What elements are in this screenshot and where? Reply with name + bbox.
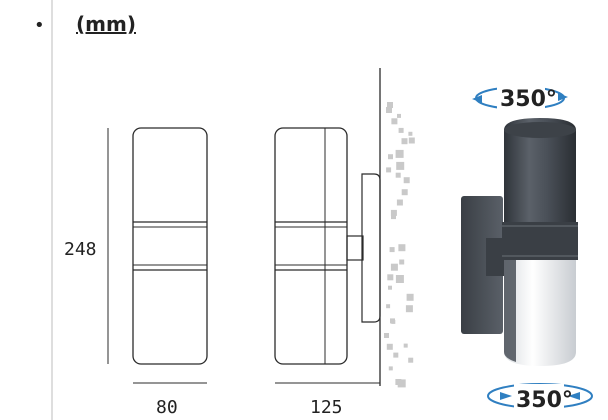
wall-texture-dot <box>397 113 401 118</box>
bottom-rotation-label: 350° <box>516 388 573 413</box>
front-view <box>132 127 208 365</box>
wall-texture-dot <box>408 131 413 136</box>
wall-texture-dot <box>396 199 403 206</box>
wall-texture-dot <box>391 118 398 125</box>
wall-texture-dot <box>399 259 405 265</box>
depth-dimension-label: 125 <box>310 397 343 418</box>
side-view-body <box>274 127 348 365</box>
wall-texture-dot <box>387 274 394 281</box>
wall-texture-dot <box>403 343 408 348</box>
fixture-diffuser <box>504 260 576 366</box>
wall-texture-dot <box>390 263 398 271</box>
wall-texture-dot <box>386 167 392 173</box>
wall-texture-dot <box>395 149 404 158</box>
wall-texture-dot <box>386 304 391 309</box>
wall-texture-dot <box>386 343 393 350</box>
wall-texture-dot <box>388 285 392 290</box>
wall-texture-dot <box>401 189 408 196</box>
wall-texture-dot <box>403 177 410 184</box>
side-view <box>274 127 381 365</box>
wall-texture-dot <box>405 305 413 313</box>
rotation-arrow-icon <box>500 392 512 400</box>
wall-texture-dot <box>390 318 395 324</box>
label-backdrop <box>514 384 564 410</box>
wall-texture-dot <box>395 172 401 178</box>
product-photo <box>461 118 578 366</box>
wall-texture <box>384 102 415 388</box>
label-backdrop <box>497 84 545 110</box>
top-rotation-indicator: 350° <box>472 84 568 112</box>
side-connector-arm <box>346 235 364 261</box>
wall-texture-dot <box>395 275 404 283</box>
wall-texture-dot <box>408 137 415 144</box>
wall-texture-dot <box>398 127 404 133</box>
rotation-arrow-icon <box>472 95 482 103</box>
rotation-arrow-icon <box>568 392 580 400</box>
fixture-upper-body <box>504 118 576 222</box>
wall-texture-dot <box>398 244 406 252</box>
header-bullet: • <box>34 15 45 36</box>
front-view-body <box>132 127 208 365</box>
wall-texture-dot <box>389 247 395 253</box>
rotation-arrow-icon <box>558 93 568 101</box>
wall-texture-dot <box>397 379 406 388</box>
fixture-band <box>502 222 578 260</box>
side-wall-bracket <box>361 173 381 323</box>
height-dimension-label: 248 <box>64 239 97 260</box>
wall-texture-dot <box>390 209 397 216</box>
top-rotation-label: 350° <box>500 87 557 112</box>
bottom-rotation-indicator: 350° <box>487 383 593 413</box>
unit-label: (mm) <box>76 12 136 36</box>
wall-texture-dot <box>393 352 399 358</box>
wall-texture-dot <box>387 102 393 108</box>
wall-texture-dot <box>406 293 414 301</box>
width-dimension-label: 80 <box>156 397 178 418</box>
wall-texture-dot <box>408 357 414 363</box>
wall-texture-dot <box>386 107 392 113</box>
wall-texture-dot <box>388 154 393 160</box>
wall-texture-dot <box>384 333 389 338</box>
wall-texture-dot <box>391 214 396 220</box>
wall-mount-plate <box>461 196 503 334</box>
wall-texture-dot <box>388 366 393 371</box>
diffuser-shell-edge <box>504 260 516 362</box>
wall-texture-dot <box>396 161 405 170</box>
wall-texture-dot <box>401 138 408 145</box>
fixture-top-cap <box>504 122 576 138</box>
